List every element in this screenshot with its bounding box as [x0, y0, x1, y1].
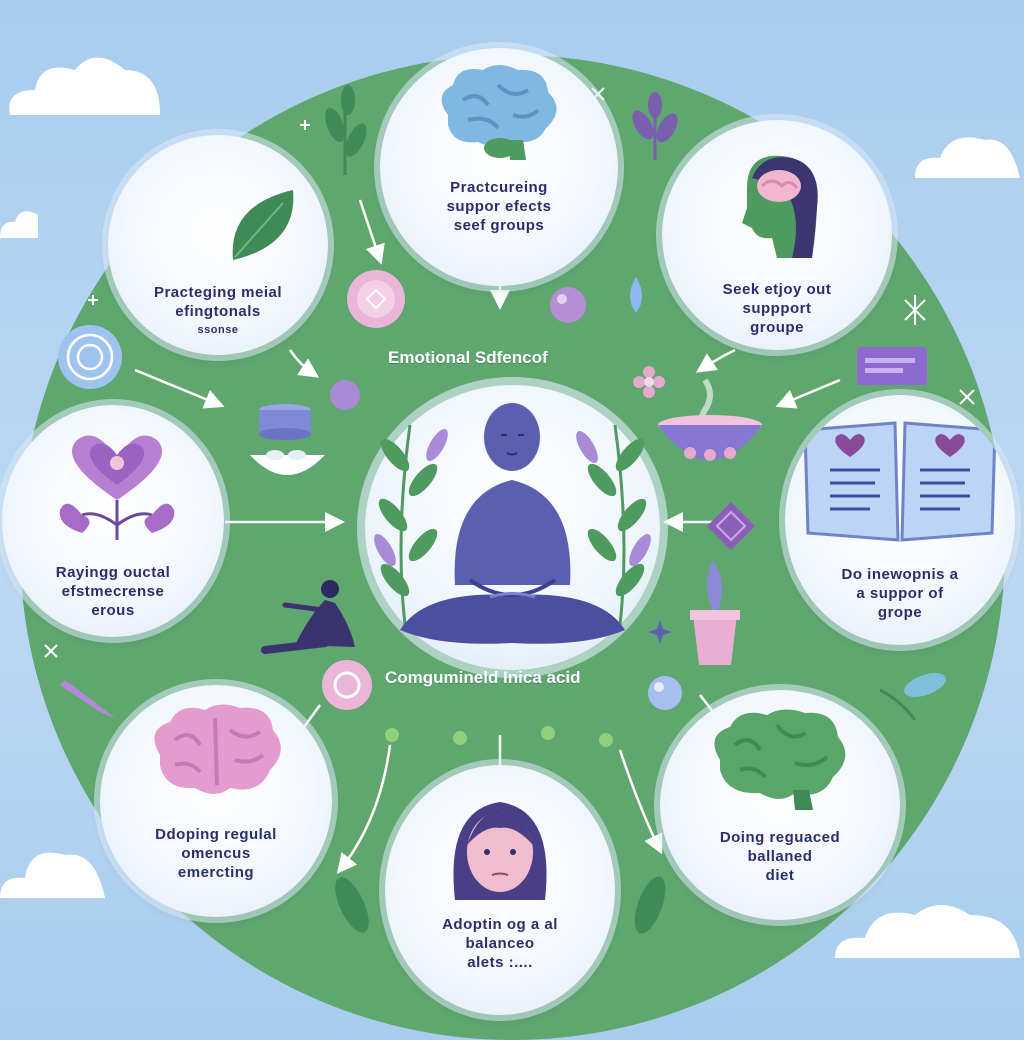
node-text-line-1: Ddoping regulal: [155, 826, 277, 843]
node-text-line-2: omencus: [181, 845, 251, 862]
node-text-line-2: ballaned: [747, 848, 813, 865]
node-text-line-1: Practeging meial: [153, 284, 283, 301]
node-text-line-3: seef groups: [453, 217, 545, 234]
node-support-groups-top: Practcureing suppor efects seef groups: [380, 48, 618, 286]
stacked-discs-icon: [259, 404, 311, 440]
node-text-line-1: Adoptin og a al: [442, 916, 558, 933]
node-text-line-2: suppport: [742, 300, 812, 317]
head-profile-icon: [742, 155, 818, 258]
node-text-line-3: grope: [877, 604, 923, 621]
green-brain-icon: [714, 709, 846, 810]
diamond-tile-icon: [707, 502, 755, 550]
droplet-icon: [630, 277, 642, 313]
node-text-line-1: Seek etjoy out: [722, 281, 832, 298]
node-text-line-2: suppor efects: [446, 198, 552, 215]
node-seek-support-groups: Seek etjoy out suppport groupe: [662, 120, 892, 350]
woman-face-icon: [453, 802, 547, 900]
node-text-line-3: diet: [765, 867, 795, 884]
meditating-person-icon: [374, 403, 651, 644]
stretching-person-icon: [261, 580, 355, 654]
tea-bowl-icon: [658, 378, 762, 461]
pencil-icon: [60, 680, 115, 718]
node-text-line-2: efingtonals: [175, 303, 261, 320]
blue-orb-icon: [648, 676, 682, 710]
purple-note-card-icon: [857, 347, 927, 385]
heart-plant-icon: [59, 435, 175, 540]
potted-plant-icon: [690, 560, 740, 665]
node-emotional-practice: Practeging meial efingtonals ssonse: [108, 135, 328, 355]
node-regular-exercise: Ddoping regulal omencus emercting: [100, 685, 332, 917]
node-text-line-3: ssonse: [197, 324, 239, 336]
cloud-left: [0, 211, 38, 238]
brain-icon: [441, 65, 557, 160]
node-text-line-3: emercting: [177, 864, 255, 881]
center-top-label: Emotional Sdfencof: [388, 348, 548, 367]
brain-icon: [154, 704, 281, 794]
cloud-top-right: [915, 137, 1020, 178]
node-relaxing-outreach: Rayingg ouctal efstmecrense erous: [2, 405, 224, 637]
node-text-line-3: groupe: [750, 319, 804, 336]
node-support-group-book: Do inewopnis a a suppor of grope: [785, 395, 1015, 645]
node-balanced-diet-bottom: Adoptin og a al balanceo alets :....: [385, 765, 615, 1015]
node-text-line-2: a suppor of: [856, 585, 944, 602]
node-text-line-1: Do inewopnis a: [841, 566, 959, 583]
leaf-icon: [232, 190, 294, 260]
center-meditation-bubble: [365, 385, 660, 670]
center-bottom-label: Comgumineld Inica acid: [385, 668, 581, 687]
sparkle-icon: [648, 620, 672, 644]
small-purple-orb-icon: [330, 380, 360, 410]
node-text-line-1: Rayingg ouctal: [55, 564, 171, 581]
node-text-line-2: balanceo: [465, 935, 535, 952]
pink-ring-button-icon: [322, 660, 372, 710]
cloud-top-left: [9, 57, 160, 115]
node-text-line-2: efstmecrense: [61, 583, 165, 600]
cloud-bottom-left: [0, 852, 105, 898]
open-book-icon: [803, 421, 997, 542]
node-balanced-diet-right: Doing reguaced ballaned diet: [660, 690, 900, 920]
flower-icon: [633, 366, 665, 398]
node-text-line-3: alets :....: [467, 954, 533, 971]
node-text-line-3: erous: [91, 602, 135, 619]
purple-orb-icon: [550, 287, 586, 323]
node-text-line-1: Practcureing: [450, 179, 548, 196]
pink-button-icon: [347, 270, 405, 328]
blue-spiral-button-icon: [58, 325, 122, 389]
node-text-line-1: Doing reguaced: [719, 829, 841, 846]
white-bowl-icon: [250, 450, 325, 475]
cloud-bottom-right: [835, 905, 1020, 958]
